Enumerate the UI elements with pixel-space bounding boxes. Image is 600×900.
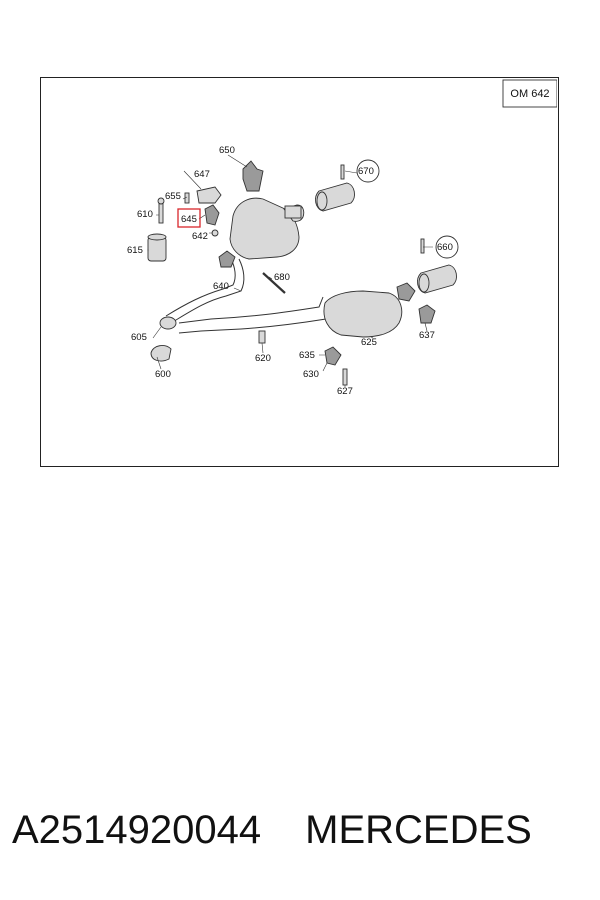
mount-645 [204,204,220,226]
tailpipe-660-opening [418,273,430,293]
callout-670: 670 [358,166,374,177]
bolt-610-head [157,197,165,205]
tailpipe-670-opening [316,191,328,211]
clamp-605 [159,316,177,330]
callout-642: 642 [192,231,208,242]
part-number: A2514920044 [12,808,262,852]
callout-645: 645 [181,214,197,225]
engine-label: OM 642 [510,88,549,100]
callout-640: 640 [213,281,229,292]
highlight-645 [177,208,201,228]
brand-name: MERCEDES [305,808,532,852]
callout-630: 630 [303,369,319,380]
leader-lines [147,154,433,387]
part-caption: A2514920044 MERCEDES [12,808,592,853]
callout-650: 650 [219,145,235,156]
front-silencer [229,197,300,260]
callout-680: 680 [274,272,290,283]
callout-660: 660 [437,242,453,253]
callout-647: 647 [194,169,210,180]
front-pipe-outline [165,258,236,317]
diagram-frame: OM 642 [40,77,559,467]
engine-label-box [502,79,557,108]
callout-637: 637 [419,330,435,341]
bracket-lower [218,250,236,268]
intermediate-pipe [178,300,332,334]
bracket-647 [196,186,222,204]
callout-635: 635 [299,350,315,361]
callout-625: 625 [361,337,377,348]
front-silencer-pipe [284,205,302,219]
bracket-650 [242,160,264,192]
bracket-620 [258,330,266,344]
callout-610: 610 [137,209,153,220]
callout-627: 627 [337,386,353,397]
bolt-627 [342,368,348,386]
bolt-670 [340,164,345,180]
callout-605: 605 [131,332,147,343]
callout-615: 615 [127,245,143,256]
mount-615 [147,236,167,262]
callout-620: 620 [255,353,271,364]
bracket-rear-right [396,282,416,302]
circle-660 [435,235,459,259]
bolt-660 [420,238,425,254]
mount-615-top [147,233,167,241]
callout-655: 655 [165,191,181,202]
clamp-600 [150,345,172,362]
hanger-635 [324,346,342,366]
callout-600: 600 [155,369,171,380]
circle-670 [356,159,380,183]
intermediate-pipe-outline [178,296,324,324]
rear-silencer [323,290,403,338]
rod-680 [262,272,286,294]
hanger-637 [418,304,436,324]
exhaust-system-diagram: OM 642 [127,79,557,397]
front-pipe [170,258,245,324]
